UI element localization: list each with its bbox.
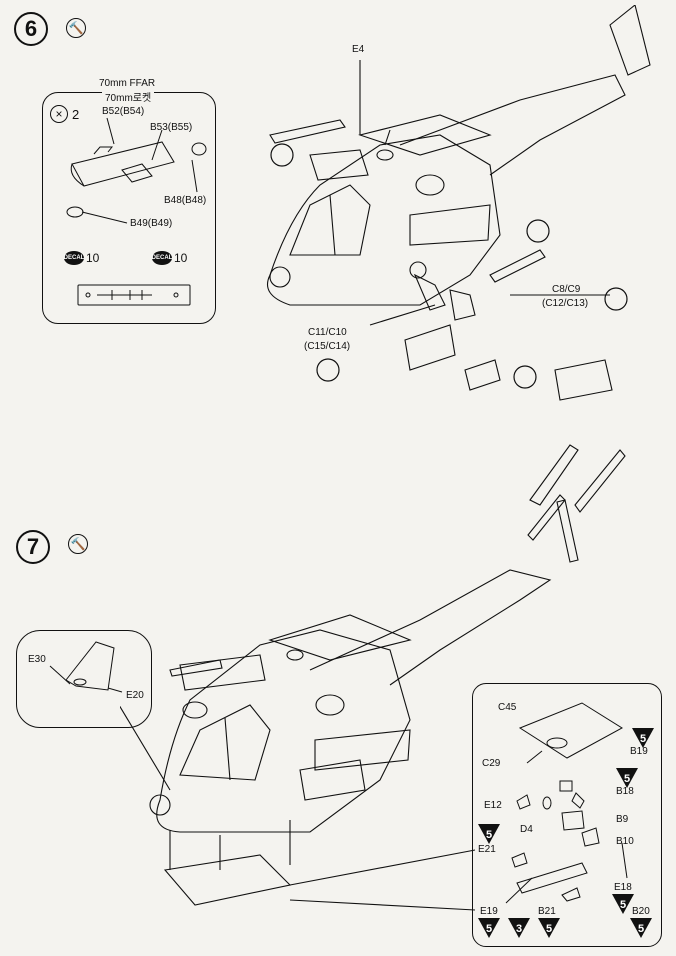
part-label-b48: B48(B48): [164, 195, 207, 206]
part-label-b49: B49(B49): [130, 218, 173, 229]
glue-badge-e18: 5: [612, 894, 634, 914]
part-label-e30: E30: [28, 654, 46, 665]
multiply-icon: ×: [50, 105, 68, 123]
part-label-b9: B9: [616, 814, 629, 825]
step-7-number-text: 7: [26, 534, 40, 559]
glue-badge-e21: 5: [478, 824, 500, 844]
callout-c15-c14: (C15/C14): [304, 341, 351, 352]
callout-c11-c10: C11/C10: [308, 327, 347, 338]
helicopter-step7: [120, 444, 626, 911]
helicopter-step6: [266, 5, 651, 401]
part-label-b19: B19: [630, 746, 648, 757]
decal-number-left: 10: [86, 251, 100, 265]
part-label-e18: E18: [614, 882, 632, 893]
rocket-pod-drawing: [66, 117, 207, 306]
part-label-b20: B20: [632, 906, 650, 917]
step-6-number-text: 6: [24, 16, 38, 41]
cockpit-detail-drawing: [505, 702, 628, 904]
glue-badge-b20: 5: [630, 918, 652, 938]
part-label-b18: B18: [616, 786, 634, 797]
decal-icon-right: DECAL: [152, 251, 172, 265]
part-label-b21: B21: [538, 906, 556, 917]
callout-c12-c13: (C12/C13): [542, 298, 589, 309]
part-label-d4: D4: [520, 824, 533, 835]
canopy-inset-drawing: [49, 641, 123, 693]
glue-badge-3: 3: [508, 918, 530, 938]
glue-badge-e19: 5: [478, 918, 500, 938]
part-label-e12: E12: [484, 800, 502, 811]
part-label-e21: E21: [478, 844, 496, 855]
part-label-b10: B10: [616, 836, 634, 847]
step-7-number: 7: [16, 530, 50, 564]
decal-number-right: 10: [174, 251, 188, 265]
glue-badge-b21: 5: [538, 918, 560, 938]
part-label-b52: B52(B54): [102, 106, 145, 117]
cement-icon: 🔨: [68, 534, 88, 554]
part-label-e19: E19: [480, 906, 498, 917]
inset-title-kr: 70mm로켓: [102, 89, 155, 104]
glue-badge-b18: 5: [616, 768, 638, 788]
callout-c8-c9: C8/C9: [552, 284, 581, 295]
part-label-b53: B53(B55): [150, 122, 193, 133]
glue-badge-b19: 5: [632, 728, 654, 748]
part-label-e20: E20: [126, 690, 144, 701]
callout-e4: E4: [352, 44, 365, 55]
part-label-c45: C45: [498, 702, 517, 713]
inset-title-en: 70mm FFAR: [96, 78, 159, 89]
cement-icon: 🔨: [66, 18, 86, 38]
multiplier-count: 2: [72, 107, 80, 122]
decal-icon-left: DECAL: [64, 251, 84, 265]
cockpit-detail-panel: [472, 683, 662, 947]
part-label-c29: C29: [482, 758, 501, 769]
canopy-inset: [16, 630, 152, 728]
step-6-number: 6: [14, 12, 48, 46]
